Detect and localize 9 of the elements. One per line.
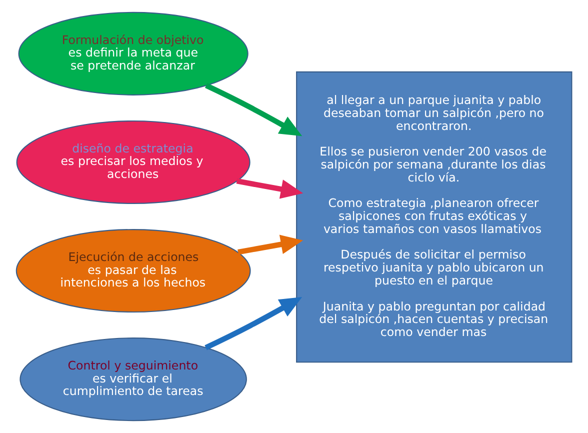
arrow <box>204 297 302 350</box>
node-ellipse: diseño de estrategia es precisar los medios y acciones <box>16 120 250 204</box>
node-ellipse: Ejecución de acciones es pasar de las intenciones a los hechos <box>16 229 251 313</box>
node-box: al llegar a un parque juanita y pablo deseaban tomar un salpicón ,pero no encontraron. Ellos se pusieron vender 200 vasos de salpicón por semana ,durante los dias ciclo vía. Como estrategia ,planearon ofrecer salpicones con frutas exóticas y varios tamaños con vasos llamativos Después de solicitar el permiso respetivo juanita y pablo ubicaron un puesto en el parque Juanita y pablo preguntan por calidad del salpicón ,hacen cuentas y precisan como vender mas <box>296 71 572 363</box>
arrow <box>238 234 304 255</box>
node-ellipse: Formulación de objetivo es definir la meta que se pretende alcanzar <box>18 12 248 96</box>
arrow <box>204 83 302 136</box>
arrow <box>236 178 304 199</box>
node-ellipse: Control y seguimiento es verificar el cumplimiento de tareas <box>20 338 247 422</box>
